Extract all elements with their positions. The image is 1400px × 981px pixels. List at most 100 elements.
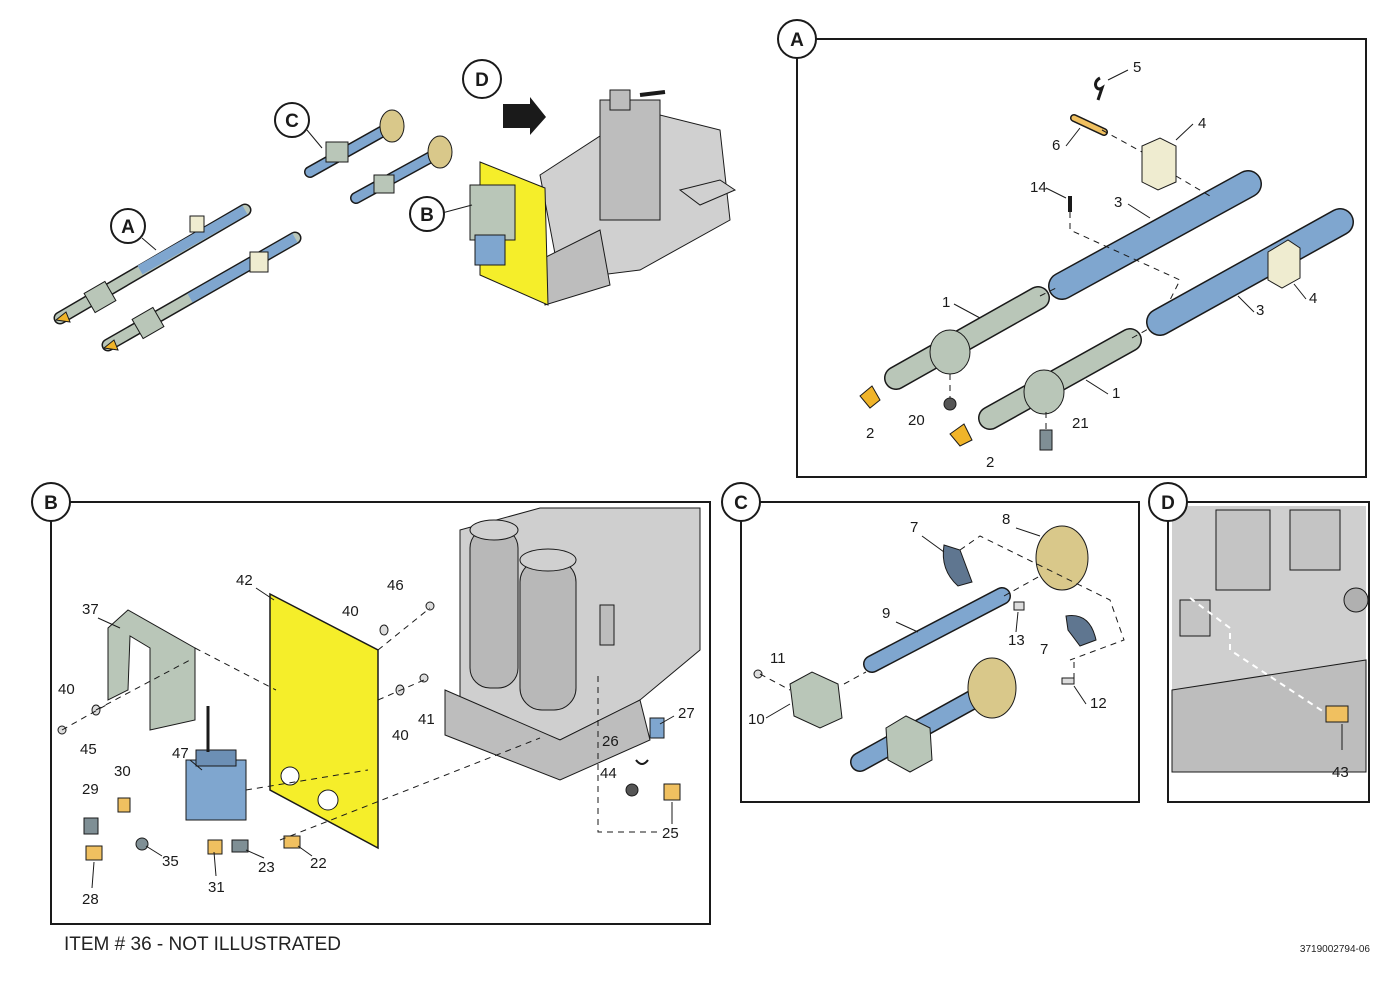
part-number-label: 9 bbox=[882, 605, 890, 622]
part-number-label: 2 bbox=[986, 454, 994, 471]
panel-d: D 43 bbox=[1148, 482, 1370, 803]
part-number-label: 3 bbox=[1114, 194, 1122, 211]
part-number-label: 44 bbox=[600, 765, 617, 782]
panel-a: A bbox=[777, 19, 1367, 478]
overview-shafts-a bbox=[53, 203, 302, 352]
part-number-label: 7 bbox=[1040, 641, 1048, 658]
detail-callout-letter: B bbox=[44, 493, 58, 514]
part-number-label: 29 bbox=[82, 781, 99, 798]
overview-callout-d: D bbox=[462, 59, 502, 99]
tip-2-upper bbox=[859, 385, 881, 409]
detail-callout-letter: B bbox=[420, 205, 434, 226]
screw-12 bbox=[1061, 677, 1075, 685]
block-10 bbox=[789, 671, 843, 729]
detail-callout-letter: D bbox=[1161, 493, 1175, 514]
detail-callout-letter: A bbox=[790, 30, 804, 51]
leader-lines-c bbox=[765, 527, 1087, 719]
part-number-label: 2 bbox=[866, 425, 874, 442]
part-number-label: 40 bbox=[342, 603, 359, 620]
tip-2-lower bbox=[949, 423, 973, 447]
part-number-label: 42 bbox=[236, 572, 253, 589]
part-number-label: 13 bbox=[1008, 632, 1025, 649]
overview-assembly bbox=[53, 89, 737, 352]
part-number-label: 35 bbox=[162, 853, 179, 870]
part-number-label: 27 bbox=[678, 705, 695, 722]
screw-11 bbox=[753, 669, 763, 679]
part-number-label: 11 bbox=[770, 650, 786, 667]
part-number-label: 28 bbox=[82, 891, 99, 908]
fitting-21 bbox=[1039, 429, 1053, 451]
alignment-lines-c bbox=[759, 535, 1125, 691]
part-number-label: 20 bbox=[908, 412, 925, 429]
elbow-fitting-43 bbox=[1325, 705, 1349, 750]
overview-shafts-c bbox=[304, 109, 453, 204]
part-number-label: 7 bbox=[910, 519, 918, 536]
part-number-label: 31 bbox=[208, 879, 225, 896]
fittings-b bbox=[57, 601, 681, 861]
direction-arrow bbox=[503, 97, 546, 135]
overview-machine bbox=[469, 89, 737, 306]
part-number-label: 12 bbox=[1090, 695, 1107, 712]
detail-callout-letter: C bbox=[285, 111, 299, 132]
part-number-label: 8 bbox=[1002, 511, 1010, 528]
machine-frame-b bbox=[444, 507, 701, 781]
flange-disc-8 bbox=[1035, 525, 1089, 591]
part-number-label: 46 bbox=[387, 577, 404, 594]
detail-callout-letter: C bbox=[734, 493, 748, 514]
part-number-label: 5 bbox=[1133, 59, 1141, 76]
detail-callout-letter: D bbox=[475, 70, 489, 91]
part-number-label: 1 bbox=[942, 294, 950, 311]
panel-c: C 7 8 9 13 7 11 10 12 bbox=[721, 482, 1140, 803]
overview-callout-c: C bbox=[274, 102, 323, 149]
shaft-1-lower bbox=[978, 328, 1142, 430]
document-number: 3719002794-06 bbox=[1299, 944, 1370, 955]
panel-b: B bbox=[31, 482, 711, 925]
fitting-20 bbox=[943, 397, 957, 411]
block-4-lower bbox=[1267, 239, 1301, 289]
part-number-label: 3 bbox=[1256, 302, 1264, 319]
part-number-label: 25 bbox=[662, 825, 679, 842]
part-number-label: 45 bbox=[80, 741, 97, 758]
part-number-label: 21 bbox=[1072, 415, 1089, 432]
part-number-label: 23 bbox=[258, 859, 275, 876]
part-number-label: 26 bbox=[602, 733, 619, 750]
half-disc-7-lower bbox=[1065, 615, 1097, 647]
part-number-label: 4 bbox=[1309, 290, 1317, 307]
part-number-label: 41 bbox=[418, 711, 435, 728]
shaft-9 bbox=[863, 587, 1011, 673]
part-number-label: 6 bbox=[1052, 137, 1060, 154]
detail-callout-letter: A bbox=[121, 217, 135, 238]
pin-clip-5 bbox=[1094, 76, 1105, 101]
part-number-label: 40 bbox=[392, 727, 409, 744]
part-number-label: 43 bbox=[1332, 764, 1349, 781]
alignment-lines-b bbox=[61, 607, 660, 841]
part-number-label: 37 bbox=[82, 601, 99, 618]
pin-13 bbox=[1013, 601, 1025, 611]
part-number-label: 30 bbox=[114, 763, 131, 780]
tube-3-upper bbox=[1048, 170, 1262, 300]
shaft-1-upper bbox=[884, 286, 1050, 390]
part-number-label: 40 bbox=[58, 681, 75, 698]
part-number-label: 10 bbox=[748, 711, 765, 728]
part-number-label: 1 bbox=[1112, 385, 1120, 402]
tube-3-lower bbox=[1146, 208, 1354, 336]
footer-note: ITEM # 36 - NOT ILLUSTRATED bbox=[64, 934, 341, 955]
machine-closeup-d bbox=[1171, 506, 1369, 773]
half-disc-7-upper bbox=[942, 544, 973, 587]
valve-47 bbox=[185, 706, 247, 821]
leader-lines-a bbox=[953, 69, 1307, 395]
leader-lines-b bbox=[91, 587, 675, 889]
assembled-shaft-c bbox=[850, 657, 1017, 773]
part-number-label: 22 bbox=[310, 855, 327, 872]
plate-42 bbox=[269, 592, 379, 850]
bracket-37 bbox=[107, 609, 196, 731]
alignment-line-d bbox=[1189, 597, 1331, 717]
part-number-label: 47 bbox=[172, 745, 189, 762]
overview-callout-b: B bbox=[409, 196, 473, 232]
alignment-lines-a bbox=[949, 129, 1211, 430]
part-number-label: 4 bbox=[1198, 115, 1206, 132]
part-number-label: 14 bbox=[1030, 179, 1047, 196]
overview-callout-a: A bbox=[110, 208, 157, 251]
block-4-upper bbox=[1141, 137, 1177, 191]
